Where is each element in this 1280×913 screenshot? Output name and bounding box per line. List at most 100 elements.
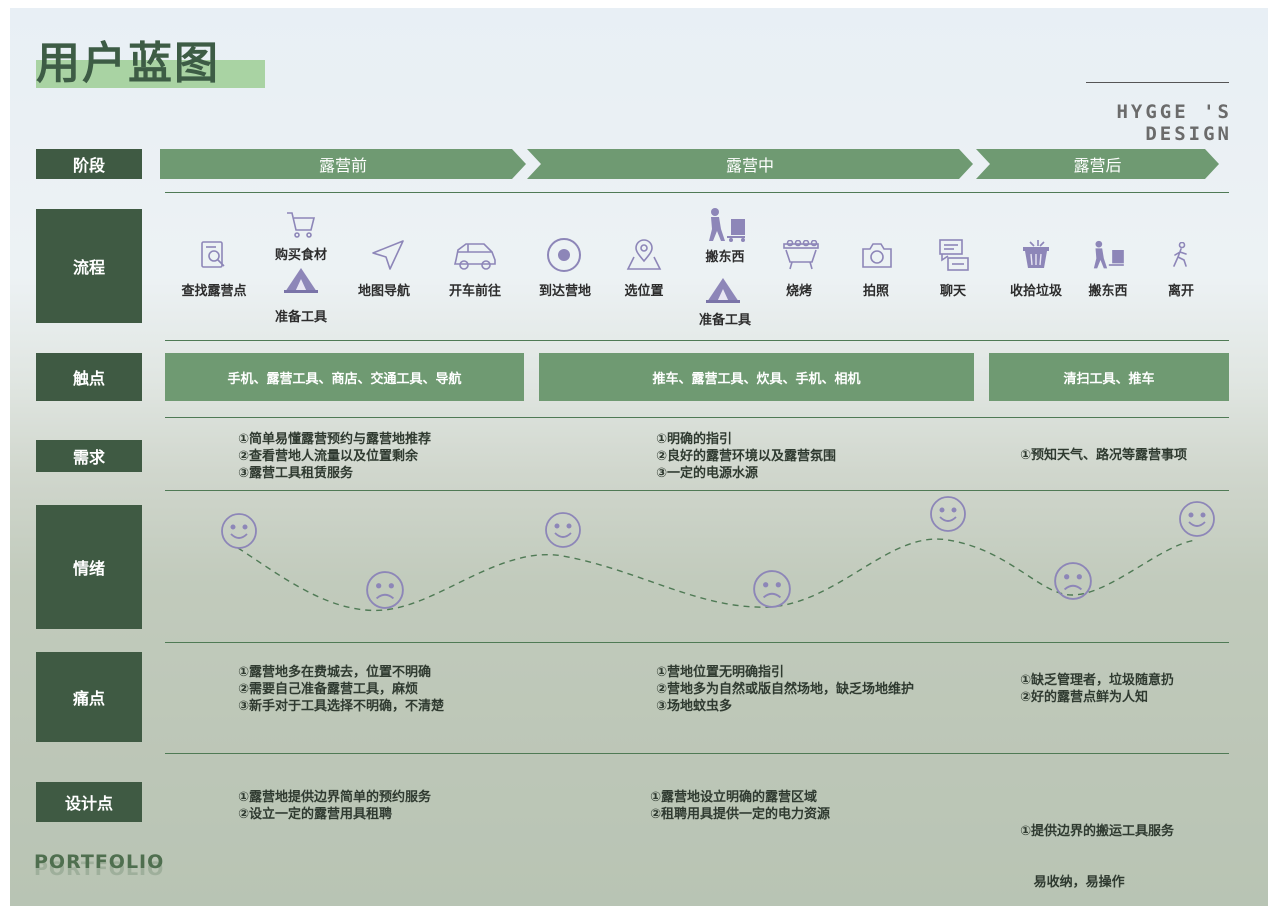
- step-label: 准备工具: [698, 313, 751, 328]
- pain-item: ③新手对于工具选择不明确，不清楚: [238, 699, 445, 714]
- pain-item: ①营地位置无明确指引: [656, 665, 785, 680]
- car-icon: [452, 238, 498, 272]
- pain-during: ①营地位置无明确指引 ②营地多为自然或版自然场地，缺乏场地维护 ③场地蚊虫多: [656, 664, 914, 715]
- step-label: 地图导航: [357, 284, 410, 299]
- touchpoint-during: 推车、露营工具、炊具、手机、相机: [539, 353, 974, 401]
- needs-item: ③露营工具租赁服务: [238, 466, 354, 481]
- page-title: 用户蓝图: [36, 38, 220, 89]
- brand-divider: [1086, 82, 1229, 83]
- needs-item: ②查看营地人流量以及位置剩余: [238, 449, 419, 464]
- step-label: 搬东西: [705, 250, 745, 265]
- chat-icon: [938, 238, 970, 272]
- step-label: 准备工具: [274, 310, 327, 325]
- design-item: 易收纳，易操作: [1020, 875, 1125, 890]
- happy-face-icon: [929, 495, 967, 537]
- row-divider: [165, 417, 1229, 418]
- search-doc-icon: [198, 239, 230, 271]
- step-label: 到达营地: [538, 284, 591, 299]
- needs-item: ③一定的电源水源: [656, 466, 759, 481]
- sad-face-icon: [752, 569, 792, 613]
- pain-item: ②营地多为自然或版自然场地，缺乏场地维护: [656, 682, 915, 697]
- tent-icon: [283, 266, 319, 294]
- walking-person-icon: [1170, 242, 1192, 268]
- design-before: ①露营地提供边界简单的预约服务 ②设立一定的露营用具租聘: [238, 789, 431, 823]
- row-divider: [165, 490, 1229, 491]
- step-label: 烧烤: [785, 284, 812, 299]
- pain-before: ①露营地多在费城去，位置不明确 ②需要自己准备露营工具，麻烦 ③新手对于工具选择…: [238, 664, 444, 715]
- row-divider: [165, 192, 1229, 193]
- pain-item: ②需要自己准备露营工具，麻烦: [238, 682, 419, 697]
- row-divider: [165, 642, 1229, 643]
- happy-face-icon: [220, 512, 258, 554]
- needs-before: ①简单易懂露营预约与露营地推荐 ②查看营地人流量以及位置剩余 ③露营工具租赁服务: [238, 431, 431, 482]
- touchpoint-text: 清扫工具、推车: [1063, 371, 1155, 387]
- touchpoint-before: 手机、露营工具、商店、交通工具、导航: [165, 353, 524, 401]
- footer-shadow: PORTFOLIO: [34, 858, 165, 880]
- design-item: ②设立一定的露营用具租聘: [238, 807, 393, 822]
- title-highlight: [36, 60, 265, 88]
- hand-truck-icon: [1090, 240, 1126, 270]
- needs-item: ②良好的露营环境以及露营氛围: [656, 449, 837, 464]
- design-item: ①露营地提供边界简单的预约服务: [238, 790, 432, 805]
- stage-label: 露营前: [318, 156, 367, 175]
- step-label: 开车前往: [448, 284, 501, 299]
- touchpoint-text: 推车、露营工具、炊具、手机、相机: [652, 371, 861, 387]
- stage-label: 露营后: [1073, 156, 1122, 175]
- needs-during: ①明确的指引 ②良好的露营环境以及露营氛围 ③一定的电源水源: [656, 431, 836, 482]
- happy-face-icon: [544, 511, 582, 553]
- touchpoint-after: 清扫工具、推车: [989, 353, 1229, 401]
- step-label: 搬东西: [1088, 284, 1128, 299]
- needs-after: ①预知天气、路况等露营事项: [1020, 447, 1187, 464]
- target-icon: [546, 237, 582, 273]
- tent-icon: [705, 276, 741, 304]
- sad-face-icon: [365, 570, 405, 614]
- row-divider: [165, 340, 1229, 341]
- design-item: ②租聘用具提供一定的电力资源: [650, 807, 831, 822]
- touchpoint-text: 手机、露营工具、商店、交通工具、导航: [227, 371, 462, 387]
- row-divider: [165, 753, 1229, 754]
- stage-arrow-before: 露营前: [160, 149, 526, 179]
- row-label-design: 设计点: [36, 782, 142, 822]
- row-label-needs: 需求: [36, 440, 142, 472]
- shopping-cart-icon: [285, 210, 317, 240]
- pain-item: ①缺乏管理者，垃圾随意扔: [1020, 673, 1175, 688]
- step-label: 聊天: [939, 284, 966, 299]
- pain-item: ①露营地多在费城去，位置不明确: [238, 665, 432, 680]
- camera-icon: [861, 241, 893, 269]
- step-label: 购买食材: [274, 248, 327, 263]
- stage-arrow-during: 露营中: [527, 149, 973, 179]
- pain-item: ②好的露营点鲜为人知: [1020, 690, 1149, 705]
- brand-name: HYGGE 'S DESIGN: [1116, 101, 1232, 145]
- row-label-process: 流程: [36, 209, 142, 323]
- row-label-touchpoint: 触点: [36, 353, 142, 401]
- pain-item: ③场地蚊虫多: [656, 699, 733, 714]
- happy-face-icon: [1178, 500, 1216, 542]
- trash-basket-icon: [1020, 238, 1052, 270]
- row-label-emotion: 情绪: [36, 505, 142, 629]
- stage-arrow-after: 露营后: [976, 149, 1219, 179]
- design-item: ①露营地设立明确的露营区域: [650, 790, 818, 805]
- row-label-pain: 痛点: [36, 652, 142, 742]
- stage-label: 露营中: [725, 156, 774, 175]
- design-item: ①提供边界的搬运工具服务: [1020, 824, 1175, 839]
- hand-truck-icon: [705, 207, 747, 243]
- navigation-arrow-icon: [371, 239, 405, 271]
- design-during: ①露营地设立明确的露营区域 ②租聘用具提供一定的电力资源: [650, 789, 830, 823]
- step-label: 选位置: [624, 284, 664, 299]
- step-label: 查找露营点: [181, 284, 247, 299]
- step-label: 离开: [1167, 284, 1194, 299]
- step-label: 拍照: [862, 284, 889, 299]
- design-after: ①提供边界的搬运工具服务 易收纳，易操作: [1020, 789, 1174, 913]
- pain-after: ①缺乏管理者，垃圾随意扔 ②好的露营点鲜为人知: [1020, 672, 1174, 706]
- sad-face-icon: [1053, 561, 1093, 605]
- footer-portfolio: PORTFOLIO: [34, 851, 165, 873]
- needs-item: ①明确的指引: [656, 432, 733, 447]
- row-label-stage: 阶段: [36, 149, 142, 179]
- needs-item: ①简单易懂露营预约与露营地推荐: [238, 432, 432, 447]
- needs-item: ①预知天气、路况等露营事项: [1020, 448, 1188, 463]
- step-label: 收拾垃圾: [1009, 284, 1062, 299]
- location-pin-icon: [626, 239, 662, 271]
- grill-icon: [782, 240, 820, 270]
